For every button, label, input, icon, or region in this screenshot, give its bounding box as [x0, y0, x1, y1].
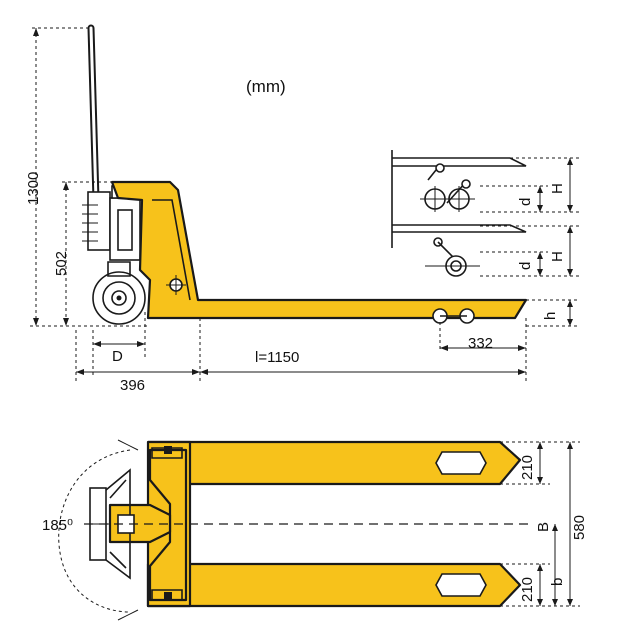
fork-slot-upper	[435, 451, 487, 475]
dim-h-label: h	[542, 312, 559, 320]
dim-roller-position: 332	[439, 322, 526, 352]
dim-H-lower-label: H	[549, 251, 566, 262]
dim-396-label: 396	[120, 377, 145, 394]
side-view: 1300 502 D l=1150	[25, 24, 580, 394]
handle	[87, 24, 100, 204]
dim-front-overhang: 396	[75, 330, 145, 394]
dim-overall-height: 1300	[25, 27, 90, 326]
top-view: 210 210 b 580 B 185⁰	[42, 439, 588, 621]
fork-raised-inset-lower	[392, 224, 527, 277]
dim-b-label: b	[549, 578, 566, 586]
dim-H-upper-label: H	[549, 183, 566, 194]
fork-raised-inset-upper	[391, 150, 527, 248]
dim-wheel-diameter: D	[92, 312, 146, 376]
dim-580-label: 580	[571, 515, 588, 540]
dim-lift-heights: d H d H h	[480, 157, 580, 327]
dim-1300-label: 1300	[25, 172, 42, 205]
dim-210-upper-label: 210	[519, 455, 536, 480]
dim-332-label: 332	[468, 335, 493, 352]
dim-l-label: l=1150	[255, 349, 299, 366]
dim-B-label: B	[535, 522, 552, 532]
fork-slot-lower	[435, 573, 487, 597]
load-roller	[432, 308, 475, 324]
dim-502-label: 502	[53, 251, 70, 276]
unit-label: (mm)	[246, 77, 286, 96]
dim-d-lower-label: d	[517, 262, 534, 270]
steering-angle-label: 185⁰	[42, 517, 73, 534]
steering-arc	[58, 449, 131, 613]
dim-widths: 210 210 b 580 B	[500, 441, 588, 607]
hydraulic-pump	[82, 185, 141, 261]
dim-d-upper-label: d	[517, 198, 534, 206]
forks-top	[146, 440, 522, 608]
steering-wheel	[92, 261, 146, 325]
dim-210-lower-label: 210	[519, 577, 536, 602]
dim-fork-raised-height: 502	[30, 181, 150, 327]
dim-fork-length: l=1150	[76, 318, 527, 384]
dim-D-label: D	[112, 348, 123, 365]
